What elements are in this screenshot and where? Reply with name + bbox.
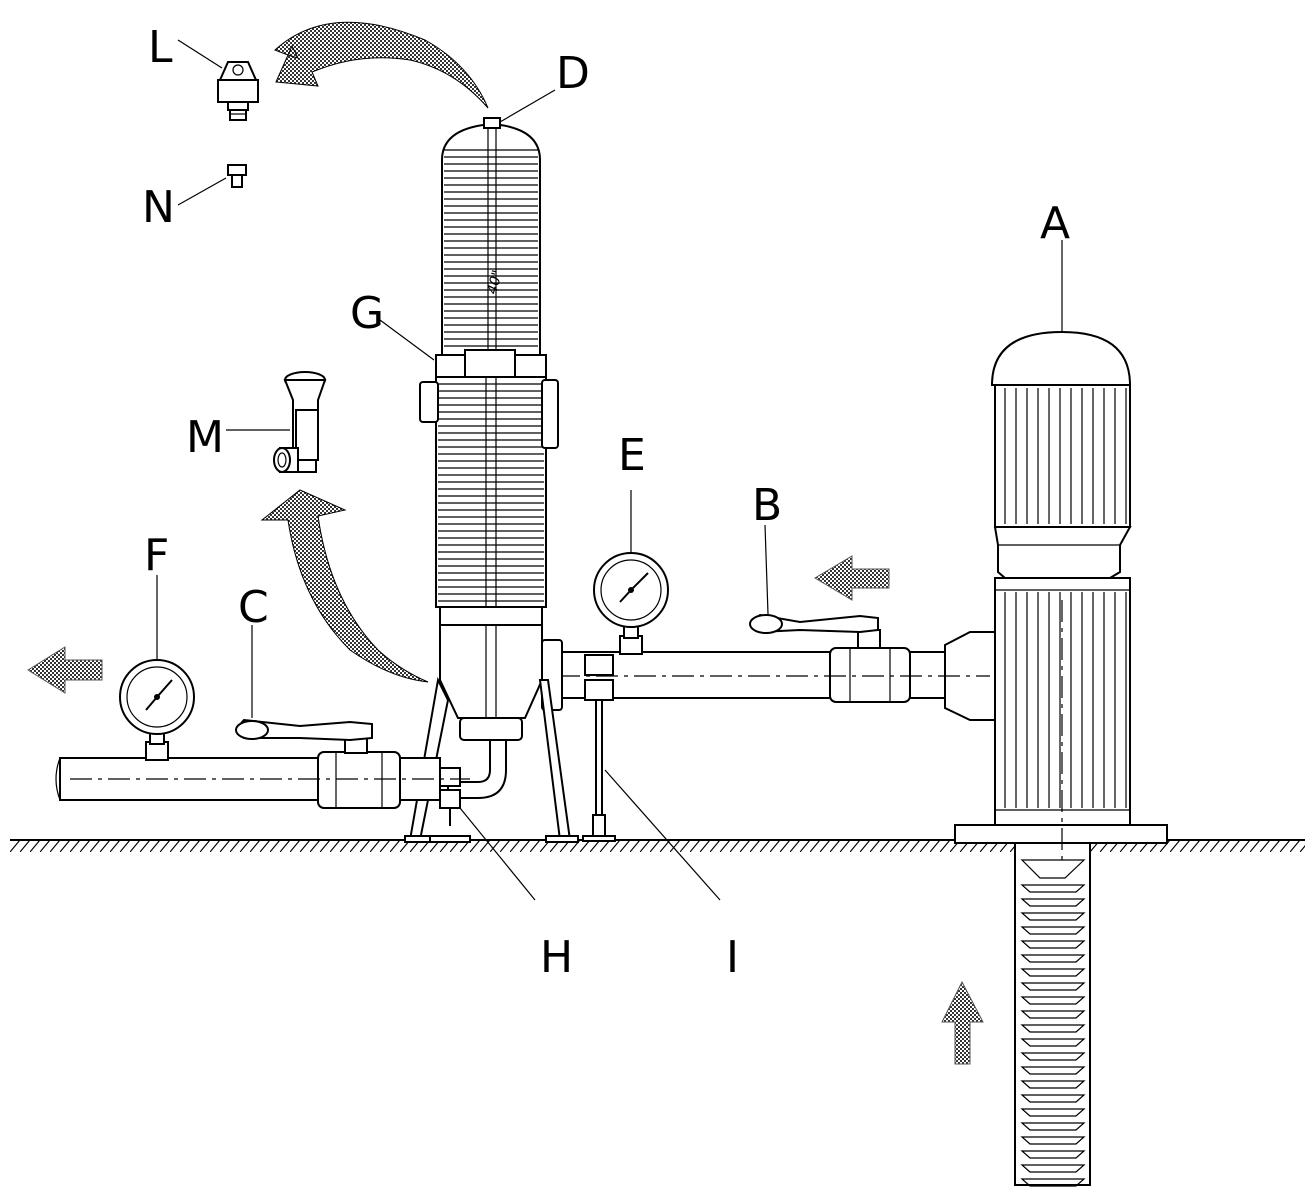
inlet-pipe	[520, 613, 990, 703]
label-n: N	[142, 182, 175, 233]
leader-lines	[156, 39, 1063, 901]
curved-arrow-bottom	[260, 489, 429, 683]
label-e: E	[618, 430, 646, 481]
drain-valve-m	[273, 371, 327, 473]
label-b: B	[752, 480, 782, 531]
label-d: D	[556, 48, 590, 99]
disc-filter: 40"	[404, 117, 579, 843]
label-i: I	[726, 932, 739, 983]
label-a: A	[1040, 198, 1070, 249]
air-valve-l	[217, 61, 259, 121]
flow-arrow-left	[27, 646, 103, 694]
plug-n	[227, 164, 247, 188]
label-g: G	[350, 288, 384, 339]
label-m: M	[186, 412, 224, 463]
curved-arrow-top	[274, 21, 489, 109]
label-l: L	[148, 22, 173, 73]
well-casing	[1014, 839, 1091, 1187]
label-h: H	[540, 932, 573, 983]
pump-motor	[944, 330, 1168, 860]
pressure-gauge-e	[593, 552, 669, 655]
label-c: C	[238, 582, 269, 633]
filter-size-marking: 40"	[484, 268, 506, 296]
pressure-gauge-f	[119, 659, 195, 761]
label-f: F	[144, 530, 169, 581]
flow-arrow-pump-outlet	[814, 555, 890, 601]
callout-labels: L N D A G M E B C F H I	[142, 22, 1070, 983]
flow-arrow-up	[941, 980, 984, 1065]
support-stand	[582, 654, 616, 842]
outlet-pipe	[55, 718, 470, 809]
